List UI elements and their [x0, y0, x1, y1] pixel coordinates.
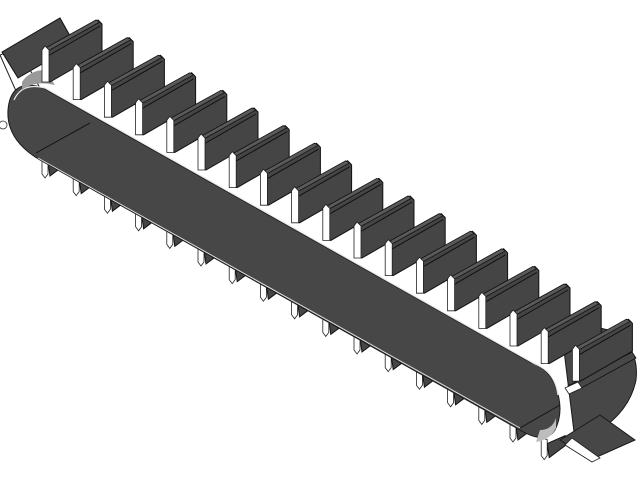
- top-cleat: [72, 36, 134, 101]
- top-cleat: [228, 124, 290, 189]
- front-cleats: [41, 19, 633, 382]
- top-cleat: [415, 230, 477, 294]
- top-cleat: [259, 142, 321, 206]
- belt-side: [7, 84, 561, 438]
- right-end-flap: [559, 414, 637, 461]
- right-end-flap-edge: [564, 437, 601, 463]
- top-cleat: [446, 248, 509, 312]
- top-cleat: [103, 54, 165, 118]
- top-cleat: [290, 160, 353, 224]
- top-cleat: [321, 177, 384, 241]
- belt-seam: [35, 122, 91, 154]
- top-cleat: [509, 283, 571, 347]
- top-cleat: [165, 89, 228, 153]
- top-cleat: [41, 19, 103, 83]
- belt-top-edge: [13, 85, 559, 396]
- belt-bottom-edge: [37, 157, 521, 429]
- top-cleat: [571, 318, 633, 382]
- right-drum-shade: [536, 418, 556, 442]
- bottom-cleat: [540, 434, 566, 461]
- belt-seam-right: [519, 404, 561, 429]
- top-cleat: [197, 107, 259, 171]
- right-drum-slot: [564, 381, 583, 395]
- left-axle: [0, 120, 8, 130]
- top-cleat: [477, 265, 540, 329]
- top-cleat: [540, 300, 602, 365]
- top-cleat: [134, 72, 197, 136]
- top-cleat: [353, 195, 415, 259]
